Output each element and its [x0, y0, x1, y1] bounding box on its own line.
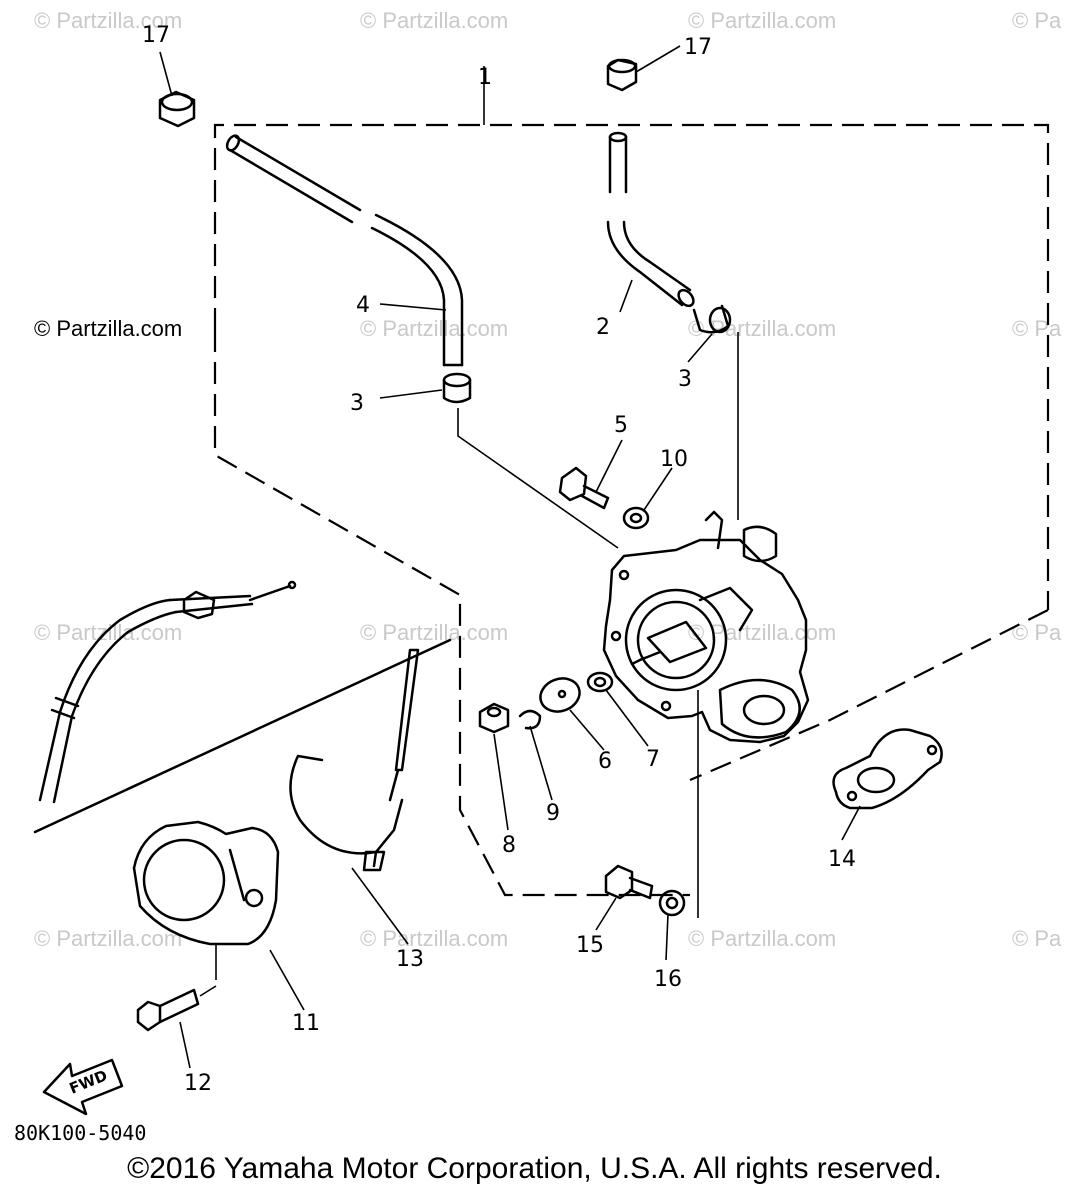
callout-3-right: 3 — [678, 367, 692, 392]
washer-part-7 — [586, 671, 614, 693]
watermark: © Partzilla.com — [360, 316, 508, 341]
washer-part-16 — [658, 889, 686, 917]
clamp-part-3-left — [442, 372, 472, 404]
watermark: © Partzilla.com — [360, 8, 508, 33]
callout-17-left: 17 — [142, 23, 170, 48]
clamp-part-3-right — [692, 304, 732, 334]
watermark-highlighted: © Partzilla.com — [34, 316, 182, 341]
callout-4: 4 — [356, 293, 370, 318]
hose-part-2 — [606, 131, 695, 308]
leader-lines — [159, 45, 861, 1069]
watermark: © Pa — [1012, 316, 1062, 341]
fwd-arrow-icon: FWD — [42, 1058, 124, 1116]
oil-pump-body — [602, 510, 810, 744]
watermark: © Partzilla.com — [688, 926, 836, 951]
callout-14: 14 — [828, 847, 856, 872]
callout-9: 9 — [546, 801, 560, 826]
watermark: © Partzilla.com — [360, 926, 508, 951]
watermark: © Partzilla.com — [34, 620, 182, 645]
callout-15: 15 — [576, 933, 604, 958]
collar-part-17-right — [606, 58, 638, 92]
callout-8: 8 — [502, 833, 516, 858]
washer-part-10 — [622, 506, 650, 530]
copyright-notice: ©2016 Yamaha Motor Corporation, U.S.A. A… — [127, 1152, 942, 1185]
throttle-cable — [38, 580, 297, 804]
callout-12: 12 — [184, 1071, 212, 1096]
lockwasher-part-9 — [518, 709, 542, 730]
watermark: © Pa — [1012, 8, 1062, 33]
callout-13: 13 — [396, 947, 424, 972]
watermark: © Pa — [1012, 620, 1062, 645]
assembly-outline — [213, 66, 1050, 897]
pump-cover-part-11 — [132, 820, 280, 946]
callout-6: 6 — [598, 749, 612, 774]
hose-part-4 — [225, 134, 464, 367]
callout-10: 10 — [660, 447, 688, 472]
callout-1: 1 — [478, 65, 492, 90]
bolt-part-12 — [136, 988, 200, 1032]
callout-17-right: 17 — [684, 35, 712, 60]
watermark: © Partzilla.com — [34, 926, 182, 951]
watermarks: © Partzilla.com © Partzilla.com © Partzi… — [34, 8, 1062, 951]
callout-5: 5 — [614, 413, 628, 438]
washer-part-6 — [539, 677, 581, 713]
callout-7: 7 — [646, 747, 660, 772]
callouts: 1 2 3 3 4 5 6 7 8 9 10 11 12 13 14 15 16… — [142, 23, 856, 1096]
bolt-part-15 — [604, 864, 654, 900]
diagram-code: 80K100-5040 — [14, 1121, 146, 1145]
cable-part-13 — [289, 648, 420, 872]
callout-16: 16 — [654, 967, 682, 992]
gasket-part-14 — [832, 728, 943, 810]
watermark: © Partzilla.com — [360, 620, 508, 645]
callout-11: 11 — [292, 1011, 320, 1036]
bolt-part-5 — [558, 466, 610, 510]
nut-part-8 — [478, 702, 510, 734]
callout-3-left: 3 — [350, 391, 364, 416]
watermark: © Partzilla.com — [34, 8, 182, 33]
watermark: © Pa — [1012, 926, 1062, 951]
collar-part-17-left — [158, 90, 196, 128]
callout-2: 2 — [596, 315, 610, 340]
watermark: © Partzilla.com — [688, 8, 836, 33]
